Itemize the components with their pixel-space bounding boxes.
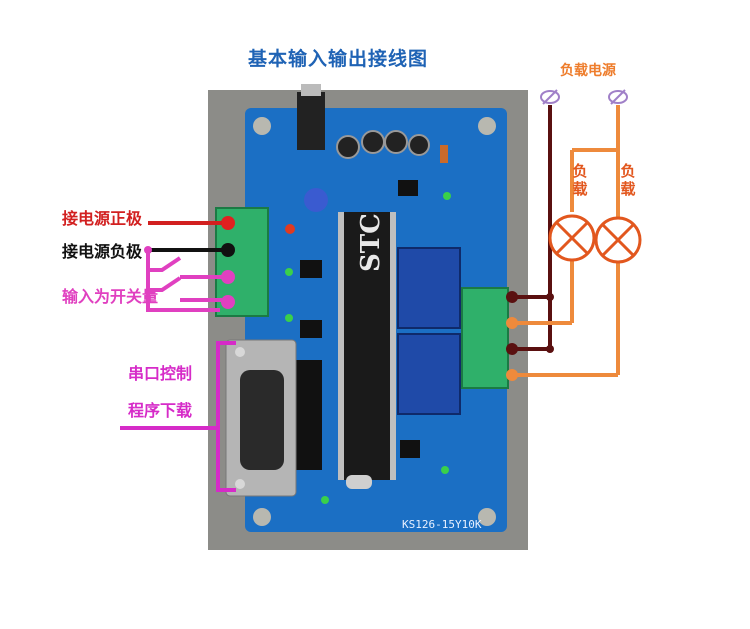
crystal: [346, 475, 372, 489]
capacitor: [408, 134, 430, 156]
relay-wiring: [512, 105, 620, 377]
capacitor: [336, 135, 360, 159]
chip-brand-text: STC: [356, 213, 386, 272]
serial-control-label: 串口控制: [128, 364, 193, 383]
small-ic: [300, 260, 322, 278]
led: [285, 268, 293, 276]
program-download-label: 程序下载: [128, 401, 193, 420]
diode: [440, 145, 448, 163]
led: [321, 496, 329, 504]
terminal-negative: [221, 243, 235, 257]
power-negative-label: 接电源负极: [62, 242, 143, 261]
terminal-dot: [506, 343, 518, 355]
led: [441, 466, 449, 474]
power-positive-label: 接电源正极: [62, 209, 143, 228]
fuse-icon: [540, 89, 560, 105]
led: [443, 192, 451, 200]
input-switch-label: 输入为开关量: [62, 287, 159, 306]
chip-socket-right: [390, 212, 396, 480]
small-ic: [300, 320, 322, 338]
load-1-label: 负载: [572, 162, 588, 198]
fuse-icon: [608, 89, 628, 105]
capacitor: [361, 130, 385, 154]
small-ic: [398, 180, 418, 196]
led-red: [285, 224, 295, 234]
switch-icon: [146, 250, 222, 312]
mount-hole: [478, 508, 496, 526]
junction: [546, 293, 554, 301]
capacitor-blue: [304, 188, 328, 212]
board-model-text: KS126-15Y10K: [402, 518, 482, 531]
db9-shell: [240, 370, 284, 470]
lamp-icon: [594, 216, 642, 264]
terminal-dot: [506, 291, 518, 303]
terminal-dot: [506, 317, 518, 329]
db9-screw: [235, 479, 245, 489]
chip-icon: [344, 212, 390, 480]
load-2-label: 负载: [620, 162, 636, 198]
load-power-label: 负载电源: [560, 63, 616, 79]
terminal-input2: [221, 295, 235, 309]
terminal-input1: [221, 270, 235, 284]
mount-hole: [253, 508, 271, 526]
mount-hole: [253, 117, 271, 135]
terminal-block-icon: [461, 287, 509, 389]
small-ic: [400, 440, 420, 458]
capacitor: [384, 130, 408, 154]
terminal-positive: [221, 216, 235, 230]
diagram-title: 基本输入输出接线图: [248, 48, 429, 70]
relay-icon: [397, 333, 461, 415]
mount-hole: [478, 117, 496, 135]
junction: [546, 345, 554, 353]
chip-socket-left: [338, 212, 344, 480]
db9-screw: [235, 347, 245, 357]
led: [285, 314, 293, 322]
terminal-dot: [506, 369, 518, 381]
lamp-icon: [548, 214, 596, 262]
serial-bracket: [216, 341, 236, 492]
relay-icon: [397, 247, 461, 329]
max232-ic: [296, 360, 322, 470]
regulator-tab: [301, 84, 321, 96]
voltage-regulator: [297, 92, 325, 150]
